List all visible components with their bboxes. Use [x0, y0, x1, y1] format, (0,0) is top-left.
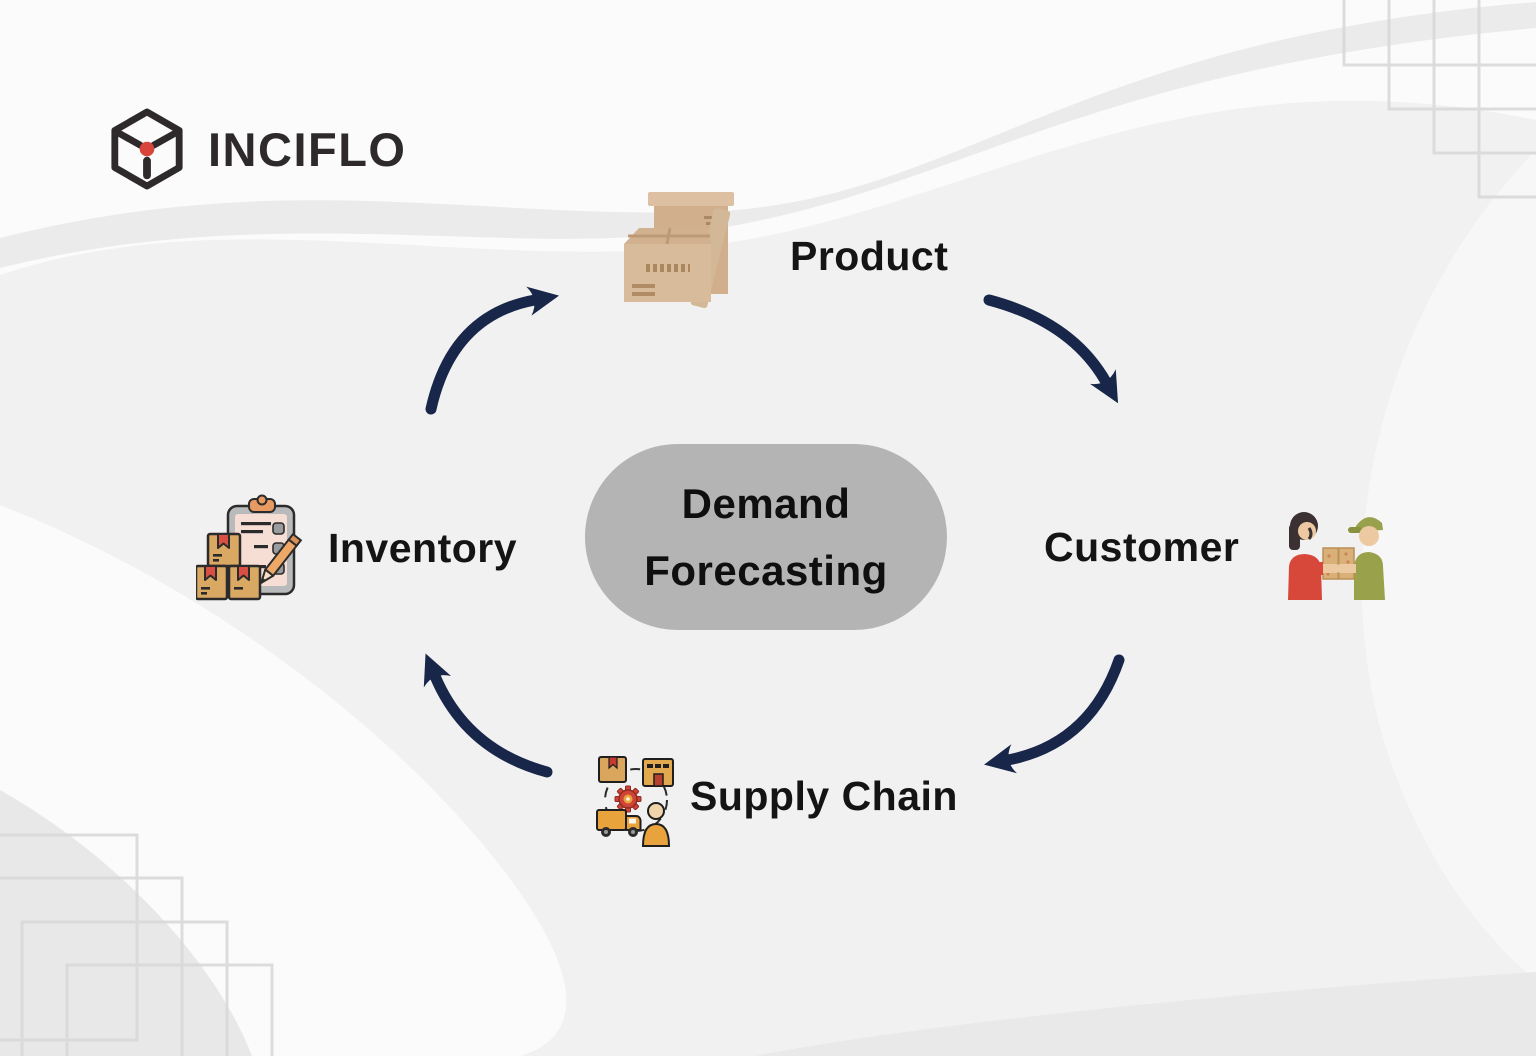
- center-title-line1: Demand: [681, 479, 851, 527]
- arrow-product-to-customer: [983, 294, 1119, 404]
- inventory-clipboard-icon: [196, 494, 303, 601]
- package-handoff-icon: [1288, 512, 1385, 600]
- center-node-demand-forecasting: Demand Forecasting: [585, 444, 947, 630]
- cube-pin-logo-icon: [111, 108, 183, 190]
- node-label-product: Product: [790, 233, 949, 279]
- node-label-inventory: Inventory: [328, 525, 518, 571]
- brand-name: INCIFLO: [208, 122, 407, 176]
- arrow-customer-to-supply: [984, 654, 1125, 774]
- node-label-supply-chain: Supply Chain: [690, 773, 958, 819]
- center-title-line2: Forecasting: [644, 547, 888, 594]
- gear-icon: [614, 785, 642, 813]
- corner-squares-top-right: [1342, 0, 1536, 199]
- arrow-inventory-to-product: [425, 286, 560, 415]
- supply-network-icon: [596, 756, 674, 847]
- shipping-boxes-icon: [624, 192, 734, 309]
- pencil-icon: [260, 532, 303, 584]
- node-label-customer: Customer: [1044, 524, 1240, 570]
- arrow-supply-to-inventory: [423, 653, 553, 778]
- brand-logo: INCIFLO: [108, 103, 406, 195]
- corner-squares-bottom-left: [0, 833, 274, 1056]
